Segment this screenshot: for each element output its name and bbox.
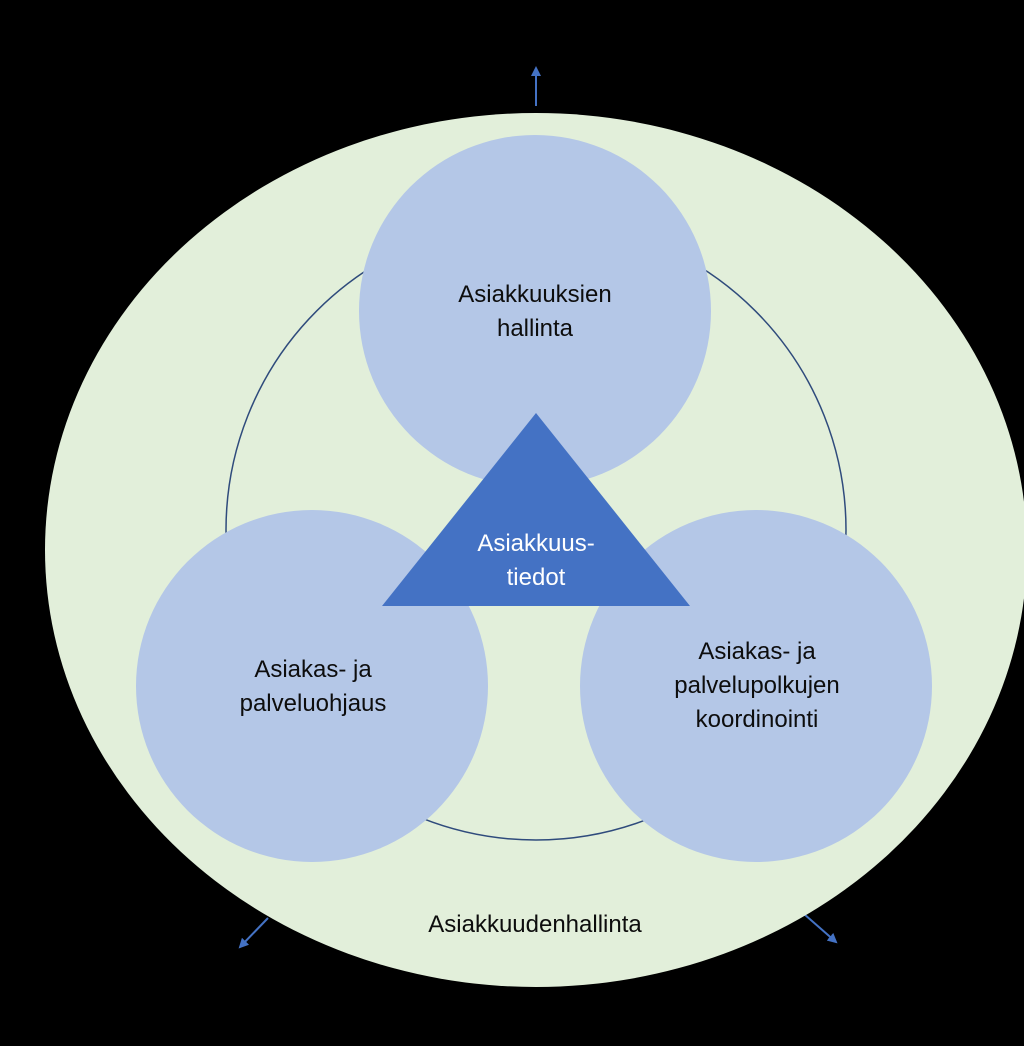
node-label-top: Asiakkuuksien hallinta [385, 278, 685, 346]
node-label-right-line3: koordinointi [695, 706, 819, 733]
core-triangle [382, 413, 690, 606]
node-label-right-line2: palvelupolkujen [674, 672, 840, 699]
core-label-line1: Asiakkuus- [477, 530, 595, 557]
node-label-top-line2: hallinta [496, 315, 574, 342]
node-label-right: Asiakas- ja palvelupolkujen koordinointi [607, 635, 907, 737]
arrow-down-right [803, 913, 838, 944]
core-label: Asiakkuus- tiedot [436, 527, 636, 595]
node-label-top-line1: Asiakkuuksien [458, 281, 612, 308]
outer-label: Asiakkuudenhallinta [428, 911, 642, 938]
node-label-left-line2: palveluohjaus [239, 690, 387, 717]
node-label-left-line1: Asiakas- ja [254, 656, 372, 683]
core-label-line2: tiedot [506, 564, 566, 591]
node-circle-top [359, 135, 711, 487]
node-label-right-line1: Asiakas- ja [698, 638, 816, 665]
node-label-left: Asiakas- ja palveluohjaus [163, 653, 463, 721]
arrow-down-left [238, 917, 269, 949]
